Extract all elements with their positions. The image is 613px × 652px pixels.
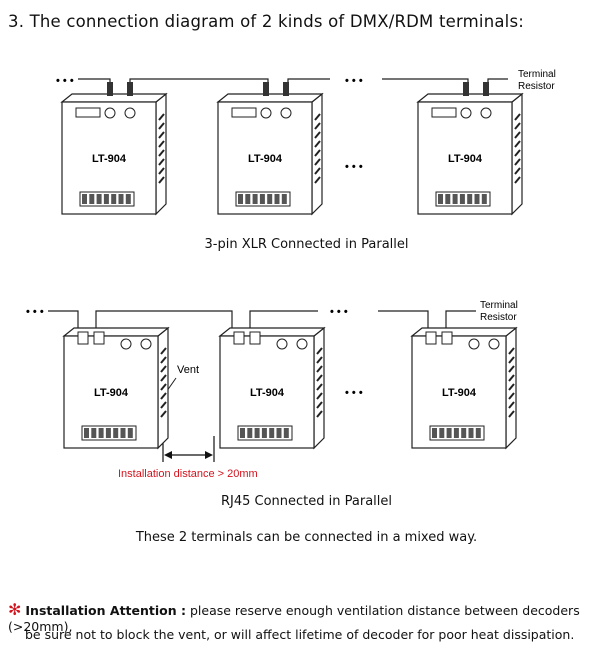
distance-label: Installation distance > 20mm xyxy=(118,468,258,480)
device-label: LT-904 xyxy=(94,387,129,399)
device-label: LT-904 xyxy=(448,153,483,165)
xlr-decoder-3: LT-904 xyxy=(416,82,524,216)
xlr-decoder-1: LT-904 xyxy=(60,82,168,216)
attention-line-1: ✻ Installation Attention : please reserv… xyxy=(8,600,613,634)
rj45-terminal-label: Terminal xyxy=(480,300,518,311)
xlr-decoder-2: LT-904 xyxy=(216,82,324,216)
distance-arrowhead-left xyxy=(164,451,172,459)
xlr-ellipsis-mid: • • • xyxy=(345,75,363,87)
attention-text-1: please reserve enough ventilation distan… xyxy=(8,603,580,634)
vent-label: Vent xyxy=(177,364,199,376)
attention-title: Installation Attention : xyxy=(25,603,186,618)
rj45-caption: RJ45 Connected in Parallel xyxy=(220,494,393,509)
xlr-ellipsis-devices: • • • xyxy=(345,161,363,173)
rj45-decoder-1: LT-904 xyxy=(62,326,170,450)
rj45-resistor-label: Resistor xyxy=(480,312,517,323)
device-label: LT-904 xyxy=(442,387,477,399)
rj45-decoder-3: LT-904 xyxy=(410,326,518,450)
device-label: LT-904 xyxy=(92,153,127,165)
distance-arrowhead-right xyxy=(205,451,213,459)
mixed-note: These 2 terminals can be connected in a … xyxy=(135,530,478,545)
attention-text-2: be sure not to block the vent, or will a… xyxy=(25,627,575,642)
xlr-terminal-label: Terminal xyxy=(518,69,556,80)
rj45-ellipsis-devices: • • • xyxy=(345,387,363,399)
rj45-diagram: • • • • • • • • • Terminal Resistor Vent… xyxy=(26,300,518,480)
xlr-resistor-label: Resistor xyxy=(518,81,555,92)
section-heading: 3. The connection diagram of 2 kinds of … xyxy=(8,12,525,31)
rj45-decoder-2: LT-904 xyxy=(218,326,326,450)
device-label: LT-904 xyxy=(248,153,283,165)
attention-asterisk-icon: ✻ xyxy=(8,600,22,619)
device-label: LT-904 xyxy=(250,387,285,399)
xlr-ellipsis-left: • • • xyxy=(56,75,74,87)
xlr-caption: 3-pin XLR Connected in Parallel xyxy=(204,237,409,252)
rj45-ellipsis-mid: • • • xyxy=(330,306,348,318)
rj45-ellipsis-left: • • • xyxy=(26,306,44,318)
